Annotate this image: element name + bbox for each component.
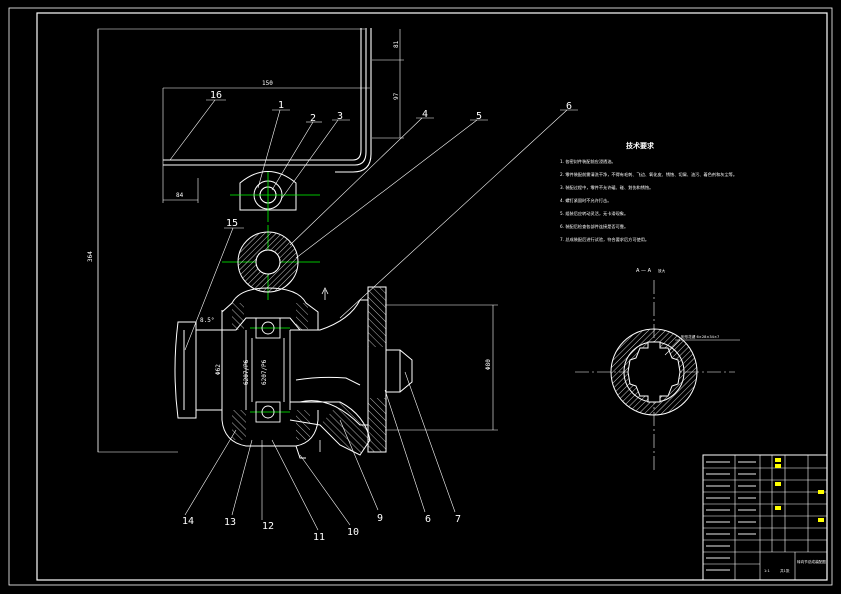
tech-req-title: 技术要求 (626, 141, 655, 150)
dim-bearing-left: 6207/P6 (243, 359, 250, 385)
tech-req-item: 3. 装配过程中，零件不允许磕、碰、划伤和锈蚀。 (560, 184, 653, 191)
drawing-scale: 1:1 (764, 569, 770, 573)
balloon-10: 10 (347, 527, 359, 538)
balloon-16: 16 (210, 90, 222, 101)
balloon-6-bottom: 6 (425, 514, 431, 525)
grease-nipple-icon (295, 445, 306, 459)
dim-flange-dia: Φ80 (485, 359, 492, 370)
balloon-6-top: 6 (566, 101, 572, 112)
balloon-12: 12 (262, 521, 274, 532)
section-markers (319, 287, 329, 452)
balloon-7: 7 (455, 514, 461, 525)
tech-req-item: 1. 各密封件装配前应浸透油。 (560, 158, 616, 165)
balloon-2: 2 (310, 113, 316, 124)
balloon-9: 9 (377, 513, 383, 524)
tech-req-item: 6. 装配后检查各部件连接是否可靠。 (560, 223, 628, 230)
inner-frame (36, 12, 828, 581)
balloon-14: 14 (182, 516, 194, 527)
drawing-title: 转向节总成装配图 (797, 559, 826, 564)
dim-overall-height: 364 (87, 251, 94, 262)
balloon-3: 3 (337, 111, 343, 122)
section-label: A — A (636, 268, 652, 274)
tech-req-item: 4. 螺钉紧固时不允许打击。 (560, 197, 611, 204)
section-scale: 放大 (658, 268, 666, 273)
title-block (702, 454, 828, 581)
balloon-underlines (206, 99, 578, 229)
spline-section (610, 328, 698, 416)
dim-left-small: 84 (176, 192, 184, 199)
balloon-11: 11 (313, 532, 325, 543)
title-block-marks (775, 458, 824, 522)
balloon-4: 4 (422, 109, 428, 120)
hub-hatching (232, 287, 386, 455)
dim-bore-dia: Φ62 (215, 364, 222, 375)
balloon-5: 5 (476, 111, 482, 122)
title-block-text-lines (706, 461, 756, 571)
tech-req-item: 2. 零件装配前需清洗干净，不得有毛刺、飞边、氧化皮、锈蚀、切屑、油污、着色剂和… (560, 171, 737, 178)
balloon-1: 1 (278, 100, 284, 111)
dim-right-upper: 81 (393, 40, 400, 48)
dim-angle: 8.5° (200, 317, 214, 324)
king-pin-section (237, 231, 299, 293)
outer-frame (8, 7, 833, 586)
steering-arm (163, 28, 372, 173)
bearings (245, 317, 291, 423)
dim-right-lower: 97 (393, 92, 400, 100)
spline-note: 矩形花键 6×28×34×7 (681, 334, 719, 339)
tech-req-item: 5. 组装后应转动灵活，无卡滞现象。 (560, 210, 628, 217)
tech-req-item: 7. 总成装配后进行试验，符合要求后方可使用。 (560, 236, 649, 243)
dim-bearing-right: 6207/P6 (261, 359, 268, 385)
spline-leader-diag (664, 339, 681, 356)
drawing-sheet: 共1张 (780, 568, 790, 573)
leader-lines (169, 99, 568, 531)
balloon-13: 13 (224, 517, 236, 528)
balloon-15: 15 (226, 218, 238, 229)
dim-top-width: 150 (262, 80, 273, 87)
dimension-lines (97, 28, 498, 453)
